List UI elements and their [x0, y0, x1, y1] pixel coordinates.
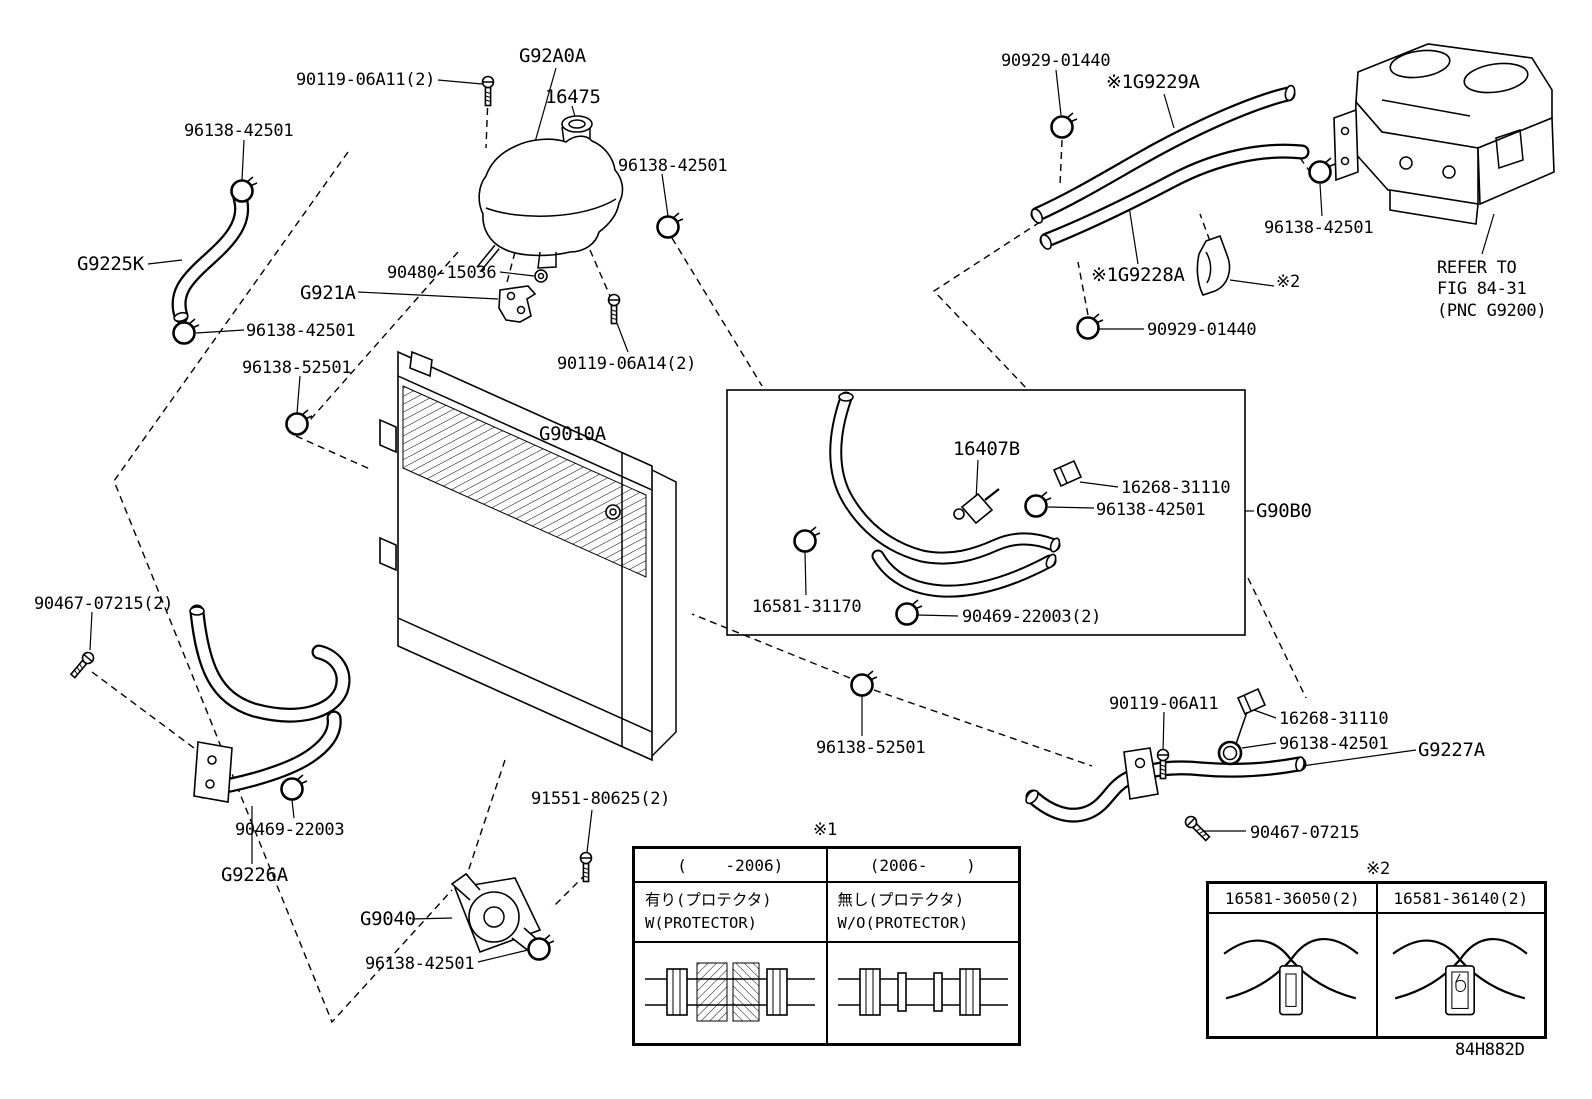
label-96138-42501-d: 96138-42501	[1264, 218, 1374, 238]
label-g92a0a: G92A0A	[519, 45, 586, 67]
hose-g9225k	[171, 190, 250, 324]
label-90929-01440-b: 90929-01440	[1147, 320, 1257, 340]
table-header-cell: 16581-36050(2)	[1208, 883, 1377, 913]
label-g90b0: G90B0	[1256, 500, 1312, 522]
label-90467-07215: 90467-07215	[1250, 823, 1360, 843]
pipe-bracket	[1123, 747, 1159, 800]
radiator-g9010a	[379, 350, 677, 762]
hose-clamps	[172, 111, 1337, 961]
label-g9010a: G9010A	[539, 423, 606, 445]
pipe-16268-31110	[1052, 459, 1083, 488]
bolt	[1182, 813, 1213, 844]
label-96138-52501-b: 96138-52501	[816, 738, 926, 758]
label-96138-42501-c: 96138-42501	[246, 321, 356, 341]
hose-clamp	[850, 669, 879, 697]
hose-g9226a	[189, 604, 351, 803]
g90b0-frame	[726, 389, 1246, 636]
hose-clamp	[230, 175, 259, 203]
label-96138-42501-e: 96138-42501	[1096, 500, 1206, 520]
bolt	[481, 75, 495, 107]
label-g9229a: ※1G9229A	[1106, 71, 1200, 93]
table-header-cell: (2006- )	[826, 848, 1019, 882]
hoses-g9229a-g9228a	[1030, 84, 1310, 250]
bolt	[607, 293, 621, 325]
clamp-16581-36140-figure	[1376, 913, 1545, 1037]
hose-clamp	[656, 211, 685, 239]
hose-assembly-g90b0	[726, 389, 1246, 636]
label-90467-07215-2: 90467-07215(2)	[34, 594, 174, 614]
reservoir-cap-16475	[561, 115, 593, 133]
hose-bracket	[193, 741, 233, 803]
hose-without-protector-figure	[826, 942, 1019, 1044]
label-ref-mark-1-table: ※1	[813, 820, 837, 840]
hose-clamp	[1308, 156, 1337, 184]
label-90119-06a11-2: 90119-06A11(2)	[296, 70, 436, 90]
label-90480-15036: 90480-15036	[387, 263, 497, 283]
drawing-code: 84H882D	[1455, 1040, 1525, 1060]
hose-clamp	[280, 773, 309, 801]
hose-clamp	[285, 408, 314, 436]
assembly-dashed-lines	[91, 95, 1319, 1024]
table-cell-without-protector: 無し(プロテクタ) W/O(PROTECTOR)	[826, 882, 1019, 942]
label-g921a: G921A	[300, 282, 356, 304]
label-16268-31110-b: 16268-31110	[1279, 709, 1389, 729]
variant-en: W/O(PROTECTOR)	[837, 914, 969, 932]
variant-jp: 有り(プロテクタ)	[645, 890, 772, 909]
pipe-assembly-g9227a	[1025, 687, 1307, 823]
label-90469-22003-2: 90469-22003(2)	[962, 607, 1102, 627]
water-pump-g9040	[450, 872, 542, 954]
label-refer-to-fig: REFER TO FIG 84-31 (PNC G9200)	[1437, 258, 1547, 321]
label-90929-01440-a: 90929-01440	[1001, 51, 1111, 71]
label-90469-22003: 90469-22003	[235, 820, 345, 840]
label-91551-80625-2: 91551-80625(2)	[531, 789, 671, 809]
table-header-cell: ( -2006)	[634, 848, 827, 882]
hose-clamp	[172, 317, 201, 345]
clamp-band	[1217, 740, 1243, 766]
table-header-cell: 16581-36140(2)	[1376, 883, 1545, 913]
pipe-16268-31110-b	[1235, 687, 1267, 745]
label-90119-06a14: 90119-06A14(2)	[557, 354, 697, 374]
grommet-90480-15036	[534, 269, 548, 283]
label-g9226a: G9226A	[221, 864, 288, 886]
label-g9228a: ※1G9228A	[1091, 264, 1185, 286]
label-ref-mark-2-table: ※2	[1366, 859, 1390, 879]
label-96138-42501-b: 96138-42501	[618, 156, 728, 176]
protector-variant-table: ( -2006) (2006- ) 有り(プロテクタ) W(PROTECTOR)…	[632, 846, 1021, 1046]
label-96138-42501-f: 96138-42501	[1279, 734, 1389, 754]
clamp-variant-table: 16581-36050(2) 16581-36140(2)	[1206, 881, 1547, 1039]
bolt	[67, 649, 97, 681]
hose-with-protector-figure	[634, 942, 827, 1044]
hose-clamp	[793, 525, 822, 553]
inverter-unit	[1333, 43, 1555, 225]
label-g9225k: G9225K	[77, 253, 144, 275]
hose-clamp	[895, 598, 924, 626]
label-96138-42501-g: 96138-42501	[365, 954, 475, 974]
sensor-16407b	[953, 488, 1000, 525]
reservoir-tank-g92a0a	[476, 115, 624, 283]
clamp-bracket-part	[1196, 234, 1231, 296]
label-16475: 16475	[545, 86, 601, 108]
bracket-g921a	[498, 285, 537, 323]
table-cell-with-protector: 有り(プロテクタ) W(PROTECTOR)	[634, 882, 827, 942]
hose-clamp	[1024, 490, 1053, 518]
variant-jp: 無し(プロテクタ)	[837, 890, 965, 909]
hose-clamp	[1050, 111, 1079, 139]
label-90119-06a11-b: 90119-06A11	[1109, 694, 1219, 714]
label-g9227a: G9227A	[1418, 739, 1485, 761]
variant-en: W(PROTECTOR)	[645, 914, 757, 932]
label-96138-42501-a: 96138-42501	[184, 121, 294, 141]
clamp-16581-36050-figure	[1208, 913, 1377, 1037]
label-g9040: G9040	[360, 908, 416, 930]
label-96138-52501-a: 96138-52501	[242, 358, 352, 378]
label-16268-31110-a: 16268-31110	[1121, 478, 1231, 498]
label-ref-mark-2a: ※2	[1276, 272, 1300, 292]
hose-clamp	[1076, 312, 1105, 340]
label-16581-31170: 16581-31170	[752, 597, 862, 617]
label-16407b: 16407B	[953, 438, 1020, 460]
